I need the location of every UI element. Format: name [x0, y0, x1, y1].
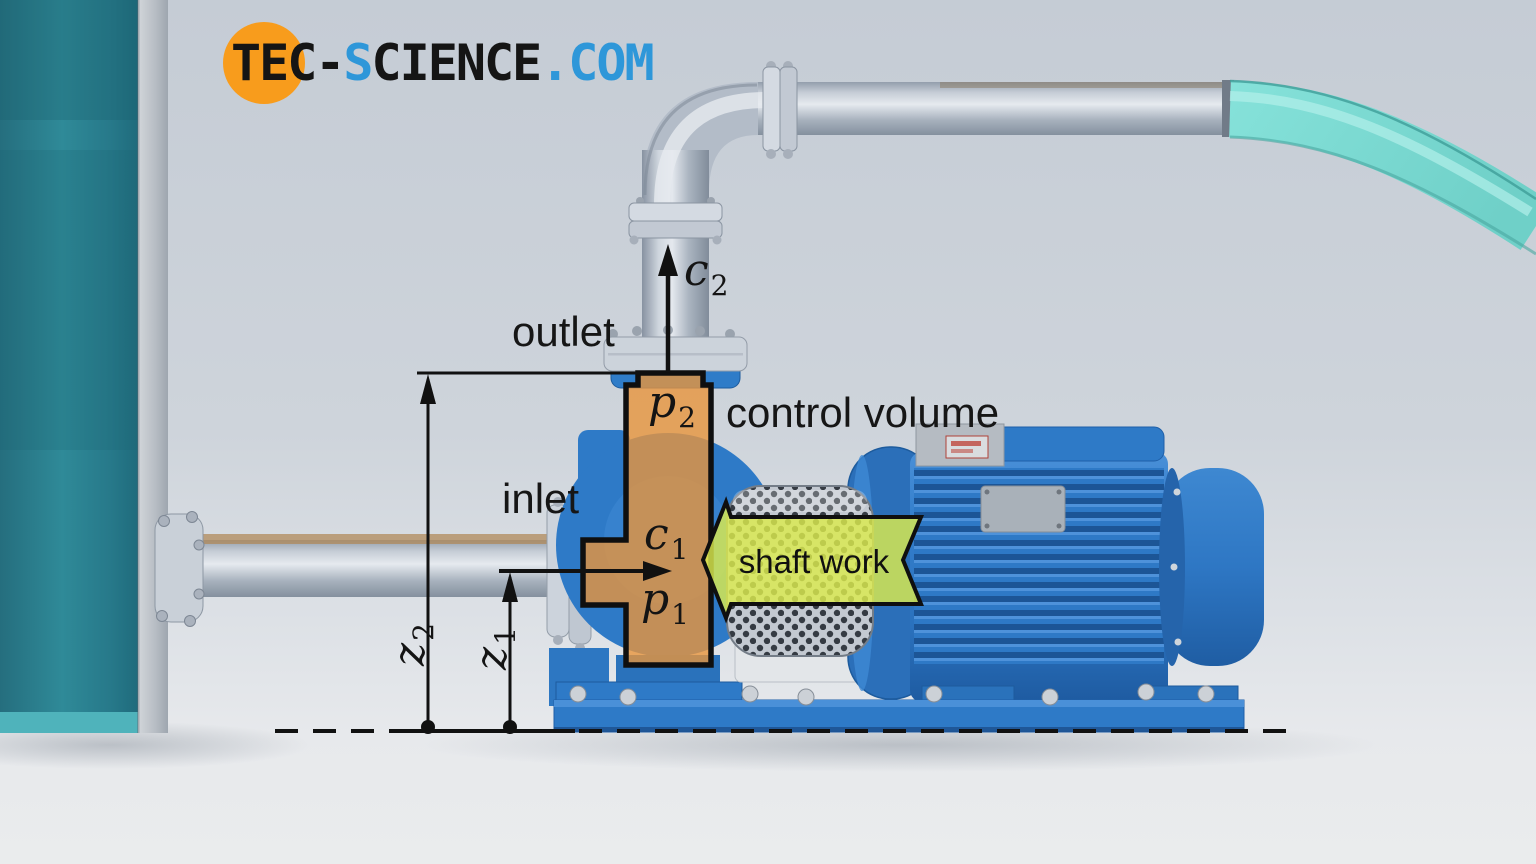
velocity-in-label: c1 [644, 509, 688, 566]
inlet-label: inlet [502, 475, 579, 522]
tank-edge-seam [137, 0, 140, 733]
horizontal-pipe-flange [762, 61, 798, 159]
pipe-top-reflection [940, 82, 1230, 88]
z1-dimension [502, 572, 518, 734]
inlet-pipe-body [166, 540, 566, 597]
pump-outlet-steel-flange [603, 325, 748, 372]
base-plate [553, 699, 1245, 733]
tank-top-shade [0, 0, 138, 120]
z2-dimension [417, 371, 640, 734]
logo-circle [223, 22, 305, 104]
elbow-highlight [654, 92, 767, 206]
c2-flow-arrow [658, 244, 678, 372]
shaft-work-arrow: shaft work [700, 496, 925, 624]
logo-wordmark: TEC-SCIENCE.COM [231, 34, 653, 92]
hose-body [1228, 80, 1536, 250]
pressure-out-label: p2 [648, 377, 696, 434]
outlet-label: outlet [512, 308, 615, 355]
control-volume-label: control volume [726, 389, 999, 436]
floor-shadow-tank [0, 721, 310, 769]
motor-nameplate [980, 485, 1066, 533]
tank-bottom-strip [0, 712, 138, 733]
shaft-work-label: shaft work [739, 543, 890, 580]
discharge-hose [1228, 79, 1536, 256]
pressure-in-label: p1 [641, 574, 689, 631]
motor-fan-cover [1159, 468, 1264, 666]
hose-top-edge [1229, 79, 1536, 201]
tank-flange [154, 511, 205, 627]
site-logo: TEC-SCIENCE.COM [223, 22, 655, 104]
height-in-label: z1 [466, 627, 522, 671]
control-volume-overlay [580, 370, 714, 668]
inlet-pipe-reflection [170, 534, 572, 544]
terminal-box [915, 423, 1005, 467]
tank-front-face [0, 0, 138, 733]
dimension-annotations [275, 244, 1295, 734]
horizontal-pipe-shading [758, 82, 1232, 135]
elbow-edge [643, 83, 758, 196]
tank-mid-shade [0, 150, 138, 450]
hose-highlight [1229, 91, 1533, 217]
height-out-label: z2 [384, 623, 440, 667]
elbow-flange [628, 197, 723, 245]
c1-flow-arrow [499, 561, 672, 581]
velocity-out-label: c2 [684, 245, 728, 302]
supply-tank [0, 0, 168, 733]
foundation-bolts [569, 683, 1215, 706]
tank-side-face [138, 0, 168, 733]
hose-bottom-edge [1229, 135, 1536, 256]
